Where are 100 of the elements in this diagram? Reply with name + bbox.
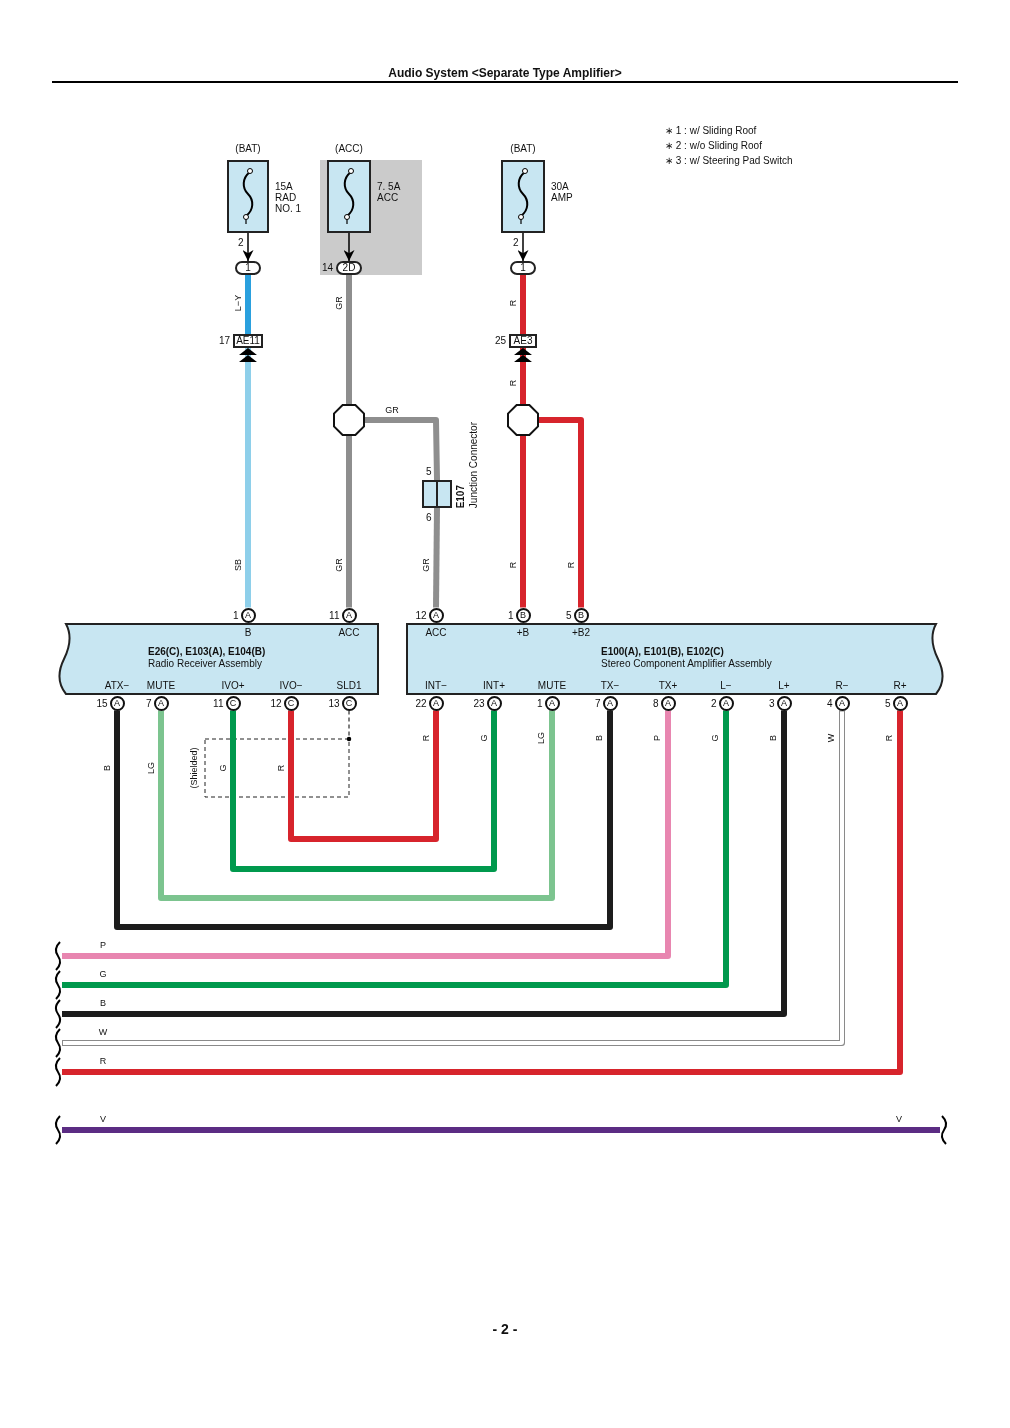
- terminal-name: MUTE: [537, 679, 567, 691]
- wire-color-label: R: [275, 764, 287, 772]
- wire: [514, 348, 532, 404]
- pin-number: 2: [238, 237, 244, 248]
- connector-letter: A: [780, 697, 788, 709]
- connector-code: AE11: [235, 335, 261, 346]
- pin-number: 6: [426, 512, 432, 523]
- terminal-name: INT+: [483, 679, 505, 691]
- component-code: E100(A), E101(B), E102(C): [601, 645, 724, 657]
- terminal-name: +B: [516, 626, 530, 638]
- pin-number: 13: [328, 697, 340, 709]
- connector-letter: A: [722, 697, 730, 709]
- wire-color-label: P: [651, 735, 663, 741]
- wire: [539, 417, 584, 608]
- pin-number: 11: [329, 609, 340, 621]
- page-number: - 2 -: [492, 1321, 518, 1337]
- wire-color-label: B: [100, 997, 106, 1009]
- terminal-name: R+: [893, 679, 907, 691]
- terminal-name: ACC: [338, 626, 360, 638]
- wire: [239, 348, 257, 608]
- terminal-name: L−: [720, 679, 732, 691]
- terminal-name: SLD1: [336, 679, 362, 691]
- component-name: Radio Receiver Assembly: [148, 657, 262, 669]
- power-source-label: (BAT): [234, 143, 262, 154]
- wire: [288, 710, 439, 842]
- pin-number: 1: [232, 609, 239, 621]
- wire-color-label: G: [99, 968, 107, 980]
- wire-color-label: LG: [535, 732, 547, 744]
- terminal-name: IVO−: [279, 679, 303, 691]
- diagram-title: Audio System <Separate Type Amplifier>: [387, 66, 623, 80]
- pin-number: 2D: [341, 262, 357, 273]
- connector-letter: A: [432, 697, 440, 709]
- connector-name: Junction Connector: [468, 421, 479, 508]
- wire-color-label: P: [100, 939, 106, 951]
- connector-letter: A: [548, 697, 556, 709]
- connector-letter: B: [519, 609, 527, 621]
- footnote: ∗ 3 : w/ Steering Pad Switch: [665, 155, 793, 166]
- terminal-name: INT−: [425, 679, 447, 691]
- terminal-name: ATX−: [104, 679, 130, 691]
- connector-letter: A: [244, 609, 252, 621]
- wire: [433, 507, 440, 608]
- wire: [230, 710, 497, 872]
- pin-number: 5: [426, 466, 432, 477]
- wire-color-label: B: [593, 735, 605, 741]
- pin-number: 2: [513, 237, 519, 248]
- pin-number: 1: [507, 609, 514, 621]
- terminal-name: TX−: [600, 679, 620, 691]
- terminal-name: +B2: [571, 626, 591, 638]
- pin-number: 4: [826, 697, 833, 709]
- connector-letter: B: [577, 609, 585, 621]
- arrow: [517, 232, 529, 262]
- fuse-rating-label: 30A AMP: [551, 181, 574, 203]
- pin-number: 5: [565, 609, 572, 621]
- wire-color-label: V: [896, 1113, 902, 1125]
- shield-label: (Shielded): [188, 747, 200, 789]
- wire-color-label: G: [709, 734, 721, 742]
- wire: [62, 710, 729, 988]
- wire: [158, 710, 555, 901]
- pin-number: 7: [594, 697, 601, 709]
- terminal-name: ACC: [425, 626, 447, 638]
- connector-letter: C: [286, 697, 296, 709]
- wire-color-label: R: [883, 734, 895, 742]
- pin-number: 12: [415, 609, 427, 621]
- wire-color-label: L−Y: [232, 294, 244, 312]
- wire-color-label: G: [478, 734, 490, 742]
- pin-number: 17: [218, 335, 230, 346]
- wire-color-label: GR: [385, 404, 399, 416]
- wire-color-label: G: [217, 764, 229, 772]
- wire: [520, 275, 526, 334]
- wire: [365, 417, 440, 481]
- wire-color-label: R: [507, 379, 519, 387]
- wire-color-label: V: [100, 1113, 106, 1125]
- footnote: ∗ 1 : w/ Sliding Roof: [665, 125, 757, 136]
- pin-number: 22: [415, 697, 427, 709]
- wire-color-label: W: [98, 1026, 108, 1038]
- pin-number: 12: [270, 697, 282, 709]
- wire: [62, 710, 787, 1017]
- wire-color-label: R: [99, 1055, 107, 1067]
- pin-number: 1: [536, 697, 543, 709]
- wire-color-label: GR: [333, 558, 345, 572]
- wire: [62, 710, 671, 959]
- component-code: E26(C), E103(A), E104(B): [148, 645, 266, 657]
- wire-color-label: R: [507, 561, 519, 569]
- pin-number: 7: [145, 697, 152, 709]
- connector-letter: C: [228, 697, 238, 709]
- connector-letter: A: [490, 697, 498, 709]
- wire-color-label: GR: [333, 296, 345, 310]
- terminal-name: B: [244, 626, 252, 638]
- wire-color-label: W: [825, 733, 837, 743]
- connector-letter: A: [896, 697, 904, 709]
- pin-number: 3: [768, 697, 775, 709]
- terminal-name: MUTE: [146, 679, 176, 691]
- wire: [114, 710, 613, 930]
- connector-code: E107: [455, 484, 466, 508]
- pin-number: 25: [494, 335, 506, 346]
- terminal-name: L+: [778, 679, 790, 691]
- connector-letter: A: [838, 697, 846, 709]
- pin-number: 2: [710, 697, 717, 709]
- terminal-name: R−: [835, 679, 849, 691]
- pin-number: 5: [884, 697, 891, 709]
